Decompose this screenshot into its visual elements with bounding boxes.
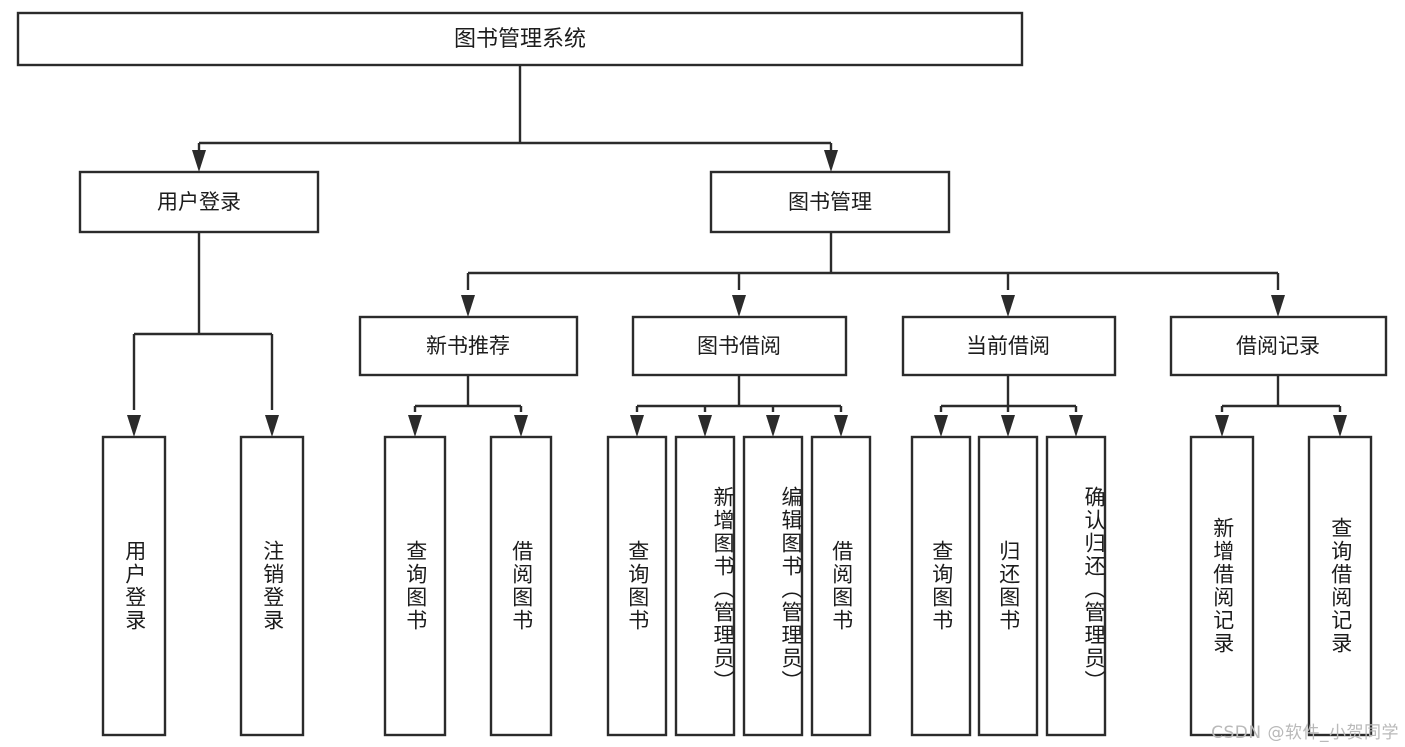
node-current-borrow-box[interactable] [901, 315, 1117, 377]
node-new-book-recommend[interactable]: 新书推荐 [358, 315, 579, 377]
leaf-box-logout-login[interactable] [239, 435, 305, 737]
leaf-box-borrow-book-2[interactable] [810, 435, 872, 737]
node-current-borrow-label: 当前借阅 [966, 334, 1050, 358]
arrowhead-to-leaf-logout-login [265, 415, 279, 437]
node-new-book-recommend-box[interactable] [358, 315, 579, 377]
leaf-box-query-book-1[interactable] [383, 435, 447, 737]
leaf-box-query-book-3[interactable] [910, 435, 972, 737]
leaf-box-user-login[interactable] [101, 435, 167, 737]
leaf-box-edit-book-admin[interactable] [742, 435, 804, 737]
arrowhead-to-user-login [192, 150, 206, 172]
csdn-watermark: CSDN @软件_小贺同学 [1211, 723, 1399, 743]
node-current-borrow[interactable]: 当前借阅 [901, 315, 1117, 377]
node-user-login[interactable]: 用户登录 [78, 170, 320, 234]
leaf-box-return-book[interactable] [977, 435, 1039, 737]
node-book-borrow[interactable]: 图书借阅 [631, 315, 848, 377]
connector-group-bookmanage-to-level3 [466, 232, 1280, 290]
connector-group-borrowrecord-to-leaves [1215, 375, 1347, 437]
node-user-login-box[interactable] [78, 170, 320, 234]
node-book-management-box[interactable] [709, 170, 951, 234]
node-book-borrow-box[interactable] [631, 315, 848, 377]
leaf-box-query-book-2[interactable] [606, 435, 668, 737]
leaf-boxes-user-login-group [101, 435, 305, 737]
arrowhead-to-book-manage [824, 150, 838, 172]
leaf-boxes-book-borrow-group [606, 435, 872, 737]
arrowhead-to-leaf-user-login [127, 415, 141, 437]
node-book-management[interactable]: 图书管理 [709, 170, 951, 234]
leaf-box-confirm-return-admin[interactable] [1045, 435, 1107, 737]
node-root-label: 图书管理系统 [454, 27, 586, 52]
leaf-boxes-new-book-group [383, 435, 553, 737]
node-borrow-record-label: 借阅记录 [1236, 334, 1320, 358]
leaf-box-query-borrow-record[interactable] [1307, 435, 1373, 737]
node-book-borrow-label: 图书借阅 [697, 334, 781, 358]
node-borrow-record-box[interactable] [1169, 315, 1388, 377]
arrowheads-level3 [461, 295, 1285, 317]
node-borrow-record[interactable]: 借阅记录 [1169, 315, 1388, 377]
node-root-book-management-system[interactable]: 图书管理系统 [16, 11, 1024, 67]
connector-group-currentborrow-to-leaves [934, 375, 1083, 437]
node-root-box[interactable] [16, 11, 1024, 67]
node-book-management-label: 图书管理 [788, 190, 872, 214]
leaf-boxes-borrow-record-group [1189, 435, 1373, 737]
leaf-box-add-book-admin[interactable] [674, 435, 736, 737]
leaf-box-add-borrow-record[interactable] [1189, 435, 1255, 737]
connector-group-bookborrow-to-leaves [630, 375, 848, 437]
connector-group-userlogin-to-leaves [132, 232, 274, 410]
node-user-login-label: 用户登录 [157, 190, 241, 214]
node-new-book-recommend-label: 新书推荐 [426, 334, 510, 358]
leaf-box-borrow-book-1[interactable] [489, 435, 553, 737]
connector-group-root-to-level2 [197, 65, 833, 150]
connector-group-newbook-to-leaves [408, 375, 528, 437]
leaf-boxes-current-borrow-group [910, 435, 1107, 737]
